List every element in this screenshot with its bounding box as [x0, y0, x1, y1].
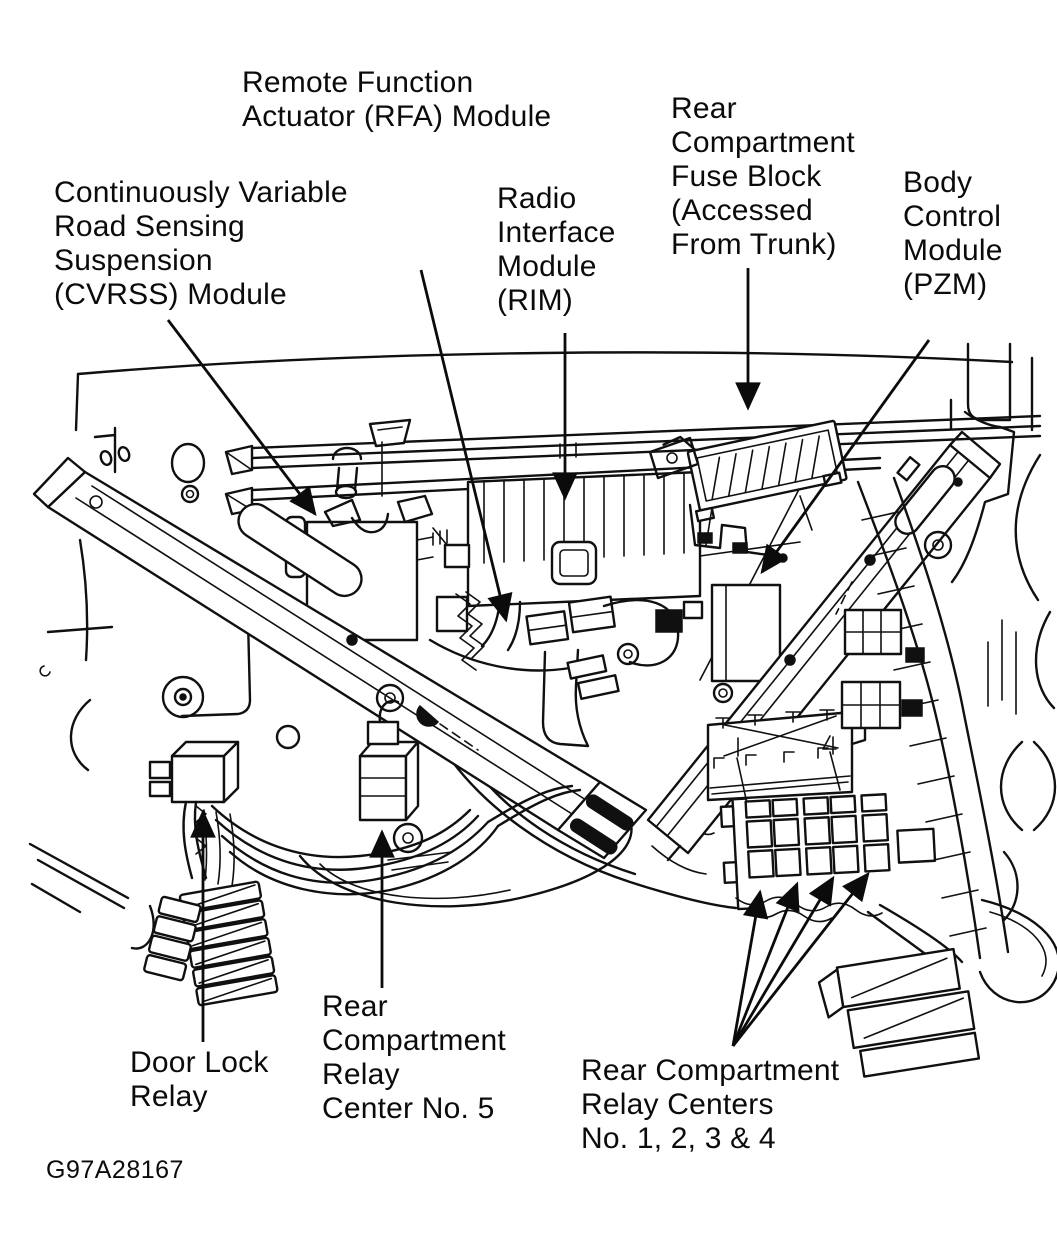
callout-radio-interface-module: Radio Interface Module (RIM) — [497, 182, 616, 317]
leader-relay-centers-1-4-arrows — [733, 871, 870, 1046]
pzm-module — [712, 554, 787, 681]
right-harness — [817, 478, 1057, 1081]
rfa-harness — [430, 592, 736, 908]
radio-interface-module — [433, 472, 700, 631]
callout-door-lock-relay: Door Lock Relay — [130, 1046, 269, 1113]
leader-pzm-arrow — [760, 340, 929, 575]
leader-rfa-arrow — [421, 270, 513, 623]
leader-cvrss-arrow — [168, 320, 317, 517]
callout-cvrss-module: Continuously Variable Road Sensing Suspe… — [54, 176, 348, 311]
callout-rfa-module: Remote Function Actuator (RFA) Module — [242, 66, 552, 133]
relay-center-bank — [721, 789, 937, 922]
door-lock-relay — [150, 742, 238, 878]
callout-rear-fuse-block: Rear Compartment Fuse Block (Accessed Fr… — [671, 92, 855, 261]
main-harness — [144, 786, 632, 1006]
relay-center-5-connector — [360, 701, 418, 820]
callout-relay-centers-1-4: Rear Compartment Relay Centers No. 1, 2,… — [581, 1054, 840, 1155]
leader-lines — [168, 268, 929, 1046]
right-body-panel — [700, 344, 1055, 920]
left-brace — [34, 458, 732, 874]
figure-id: G97A28167 — [46, 1156, 184, 1184]
callout-relay-center-5: Rear Compartment Relay Center No. 5 — [322, 990, 506, 1125]
callout-body-control-module: Body Control Module (PZM) — [903, 166, 1003, 301]
fuse-block — [650, 405, 849, 555]
